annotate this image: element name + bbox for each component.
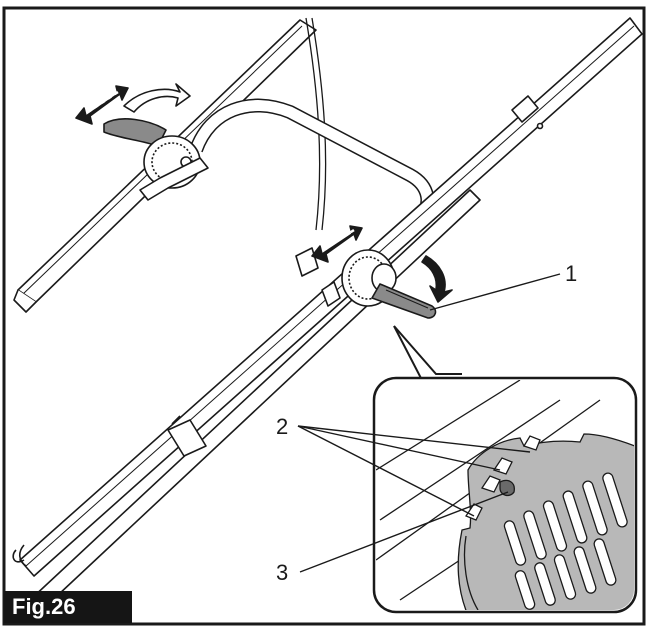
callout-2: 2 [276, 414, 288, 439]
lever-icon [371, 283, 437, 319]
callout-leaders [297, 273, 561, 573]
lower-arrows [311, 225, 453, 303]
figure-label: Fig.26 [4, 591, 132, 623]
rotate-arrow-icon [123, 83, 191, 113]
upper-arrows [75, 83, 191, 125]
lower-ratchet-knob [341, 249, 437, 319]
upper-ratchet-knob [103, 118, 209, 201]
detail-inset [372, 325, 638, 614]
adjustment-arrow-icon [75, 85, 129, 125]
callout-3: 3 [276, 560, 288, 585]
callout-1: 1 [565, 261, 577, 286]
